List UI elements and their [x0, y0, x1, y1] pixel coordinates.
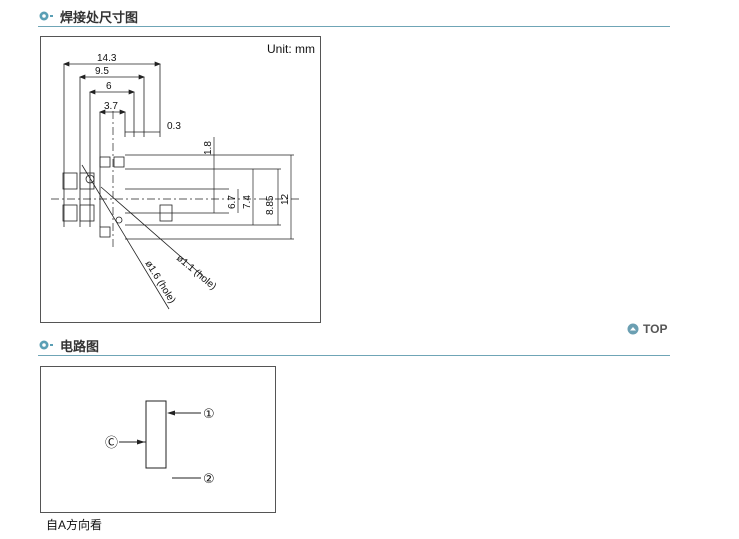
circuit-caption: 自A方向看 [46, 518, 103, 532]
dim-label-6-7: 6.7 [227, 195, 238, 209]
dim-label-12: 12 [280, 193, 291, 205]
dim-label-7-4: 7.4 [242, 195, 253, 209]
pad-left-3 [62, 204, 78, 222]
leader-line-1-6 [81, 164, 170, 310]
dim-label-0-3: 0.3 [167, 121, 181, 132]
solder-pattern-drawing: Unit: mm [51, 42, 315, 310]
circuit-diagram: ① ② Ⓒ [40, 366, 276, 513]
dim-label-9-5: 9.5 [95, 66, 109, 77]
section-header-circuit: 电路图 [38, 335, 670, 356]
terminal-2-label: ② [203, 471, 215, 486]
pad-right-bottom [159, 204, 173, 222]
pad-left-4 [79, 204, 95, 222]
pad-right-top [113, 156, 125, 168]
pad-center-top [99, 156, 111, 168]
dim-label-1-8: 1.8 [203, 141, 214, 155]
top-link-label[interactable]: TOP [643, 322, 668, 336]
hole-1-6 [85, 174, 95, 184]
solder-pattern-diagram: Unit: mm [40, 36, 321, 323]
section-title-solder: 焊接处尺寸图 [60, 10, 139, 25]
dim-label-14-3: 14.3 [97, 53, 117, 64]
top-link[interactable]: TOP [627, 321, 667, 337]
pad-left-1 [62, 172, 78, 190]
hole-1-1 [115, 216, 123, 224]
unit-label: Unit: mm [267, 42, 315, 56]
arrow-terminal-c [137, 439, 145, 445]
section-header-solder: 焊接处尺寸图 [38, 6, 670, 27]
resistor-body [145, 400, 167, 469]
leader-line-1-1 [100, 186, 205, 278]
bullet-icon [39, 340, 53, 350]
section-title-circuit: 电路图 [60, 339, 100, 354]
hole-label-large: ø1.6 (hole) [142, 259, 177, 306]
circuit-drawing: ① ② Ⓒ [105, 400, 215, 486]
dim-label-6: 6 [106, 81, 112, 92]
pad-center-bottom [99, 226, 111, 238]
bullet-icon [39, 11, 53, 21]
terminal-1-label: ① [203, 406, 215, 421]
dim-label-8-85: 8.85 [265, 195, 276, 215]
arrow-terminal-1 [167, 410, 175, 416]
dim-label-3-7: 3.7 [104, 101, 118, 112]
arrow-up-circle-icon [627, 323, 639, 335]
hole-label-small: ø1.1 (hole) [174, 253, 218, 293]
terminal-c-label: Ⓒ [105, 435, 118, 450]
